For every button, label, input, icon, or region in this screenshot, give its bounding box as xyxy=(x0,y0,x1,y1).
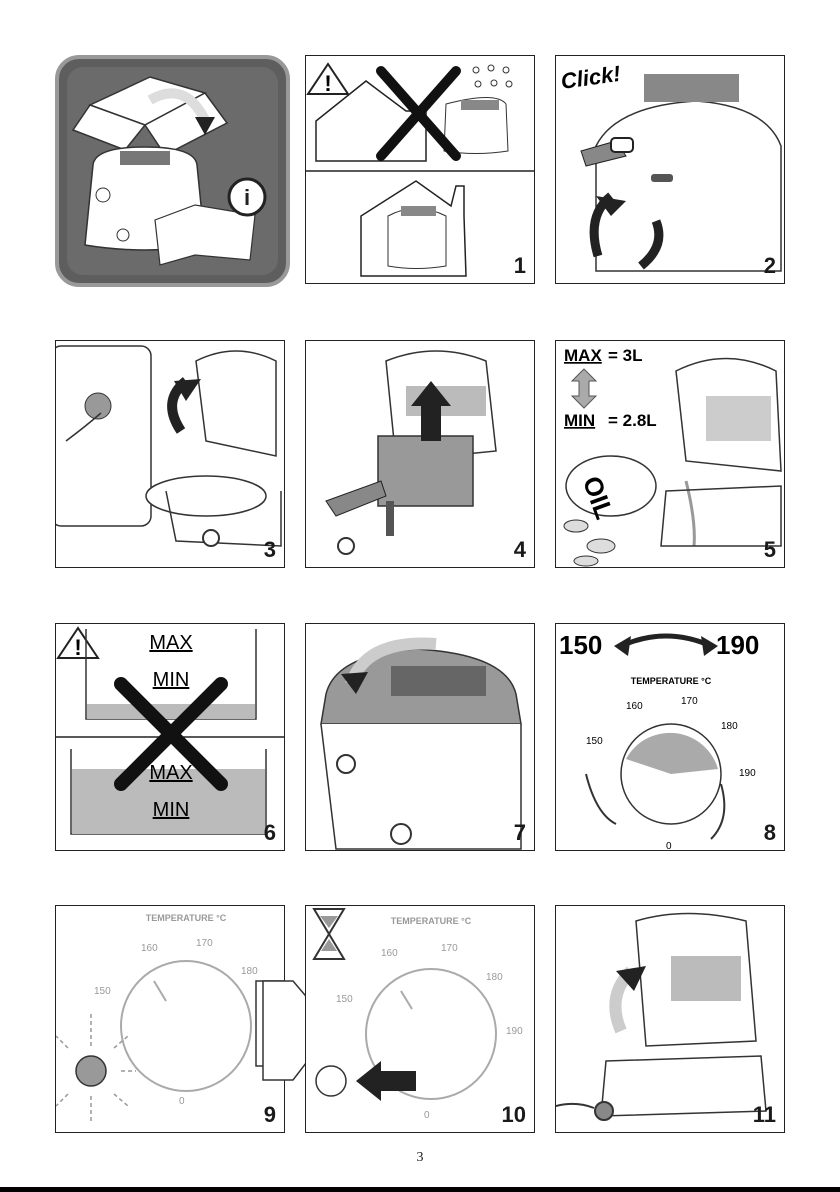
fryer-icon xyxy=(388,206,446,269)
step-number: 6 xyxy=(264,820,276,846)
indicator-light xyxy=(316,1066,346,1096)
step-number: 4 xyxy=(514,537,526,563)
arrow-icon xyxy=(572,369,596,408)
max-label: MAX xyxy=(564,346,602,365)
indicator-light xyxy=(76,1056,106,1086)
hourglass-icon xyxy=(314,909,344,959)
step-number: 1 xyxy=(514,253,526,279)
svg-text:180: 180 xyxy=(721,721,738,732)
step-10-panel: TEMPERATURE °C 150 160 170 180 190 0 10 xyxy=(305,905,535,1133)
range-max: 190 xyxy=(716,630,759,660)
svg-text:170: 170 xyxy=(681,696,698,707)
svg-text:0: 0 xyxy=(424,1110,430,1121)
temperature-label: TEMPERATURE °C xyxy=(631,676,712,686)
step-1-panel: ! 1 xyxy=(305,55,535,284)
svg-text:190: 190 xyxy=(506,1026,523,1037)
max-mark: MAX xyxy=(149,762,192,784)
step-9-panel: TEMPERATURE °C 150 160 170 180 190 0 9 xyxy=(55,905,285,1133)
step-3-panel: 3 xyxy=(55,340,285,568)
svg-text:160: 160 xyxy=(141,943,158,954)
step-number: 5 xyxy=(764,537,776,563)
step-4-panel: 4 xyxy=(305,340,535,568)
step-number: 7 xyxy=(514,820,526,846)
step-number: 3 xyxy=(264,537,276,563)
step-5-panel: MAX = 3L MIN = 2.8L OIL 5 xyxy=(555,340,785,568)
step-number: 2 xyxy=(764,253,776,279)
svg-text:150: 150 xyxy=(336,994,353,1005)
max-mark: MAX xyxy=(149,632,192,654)
warning-icon: ! xyxy=(308,64,348,96)
hand-icon xyxy=(586,774,616,824)
bottom-rule xyxy=(0,1187,840,1192)
arrow-icon xyxy=(621,636,711,646)
intro-panel: i xyxy=(55,55,290,287)
step-6-panel: ! MAX MIN MAX MIN 6 xyxy=(55,623,285,851)
temperature-knob xyxy=(121,961,251,1091)
svg-text:150: 150 xyxy=(94,986,111,997)
step-number: 8 xyxy=(764,820,776,846)
svg-text:170: 170 xyxy=(441,943,458,954)
range-min: 150 xyxy=(559,630,602,660)
temperature-label: TEMPERATURE °C xyxy=(391,916,472,926)
svg-text:190: 190 xyxy=(739,768,756,779)
svg-text:160: 160 xyxy=(626,701,643,712)
hand-icon xyxy=(556,1104,594,1108)
min-label: MIN xyxy=(564,411,595,430)
svg-text:!: ! xyxy=(324,71,331,96)
svg-text:!: ! xyxy=(74,635,81,660)
page-number: 3 xyxy=(0,1150,840,1166)
step-7-panel: 7 xyxy=(305,623,535,851)
max-volume: = 3L xyxy=(608,346,643,365)
svg-text:170: 170 xyxy=(196,938,213,949)
step-8-panel: 150 190 TEMPERATURE °C 150 160 170 180 1… xyxy=(555,623,785,851)
svg-text:180: 180 xyxy=(241,966,258,977)
step-number: 9 xyxy=(264,1102,276,1128)
step-number: 10 xyxy=(502,1102,526,1128)
cross-icon xyxy=(381,71,456,156)
svg-text:150: 150 xyxy=(586,736,603,747)
temperature-label: TEMPERATURE °C xyxy=(146,913,227,923)
min-volume: = 2.8L xyxy=(608,411,657,430)
min-mark: MIN xyxy=(153,799,190,821)
peanut-icon xyxy=(564,520,615,566)
svg-text:160: 160 xyxy=(381,948,398,959)
fryer-icon xyxy=(444,98,508,154)
rain-icon xyxy=(473,65,512,87)
svg-text:0: 0 xyxy=(666,841,672,851)
step-2-panel: Click! 2 xyxy=(555,55,785,284)
intro-illustration: i xyxy=(55,55,290,287)
step-number: 11 xyxy=(753,1102,776,1128)
svg-text:0: 0 xyxy=(179,1096,185,1107)
min-mark: MIN xyxy=(153,669,190,691)
svg-text:180: 180 xyxy=(486,972,503,983)
click-label: Click! xyxy=(559,61,622,94)
svg-text:i: i xyxy=(244,185,250,210)
step-11-panel: 11 xyxy=(555,905,785,1133)
warning-icon: ! xyxy=(58,628,98,660)
